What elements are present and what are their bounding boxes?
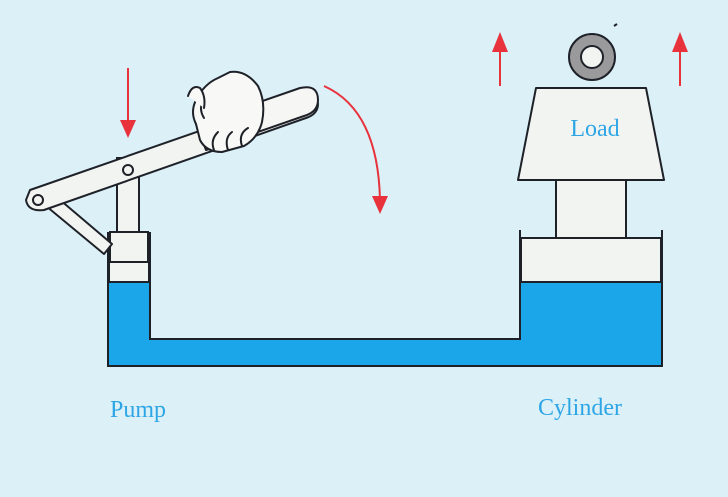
lever-pivot-pin [32,194,44,206]
load-up-arrow-right [672,32,688,86]
cylinder-ram [555,179,627,239]
hydraulic-fluid [107,281,663,367]
piston-rod-pin [122,164,134,176]
pump-down-arrow [120,68,136,138]
pump-label: Pump [110,397,167,423]
weight-ring-icon [568,23,618,81]
load-label: Load [570,116,620,142]
cylinder-label: Cylinder [538,395,622,421]
cylinder-piston [520,237,662,283]
pump-body [107,157,151,366]
pump-piston [108,261,150,283]
pump-lever [25,86,319,255]
hand-icon [187,70,265,153]
load-block [517,87,665,181]
output-cylinder [519,179,663,366]
load-up-arrow-left [492,32,508,86]
lever-swing-arrow [323,85,388,214]
